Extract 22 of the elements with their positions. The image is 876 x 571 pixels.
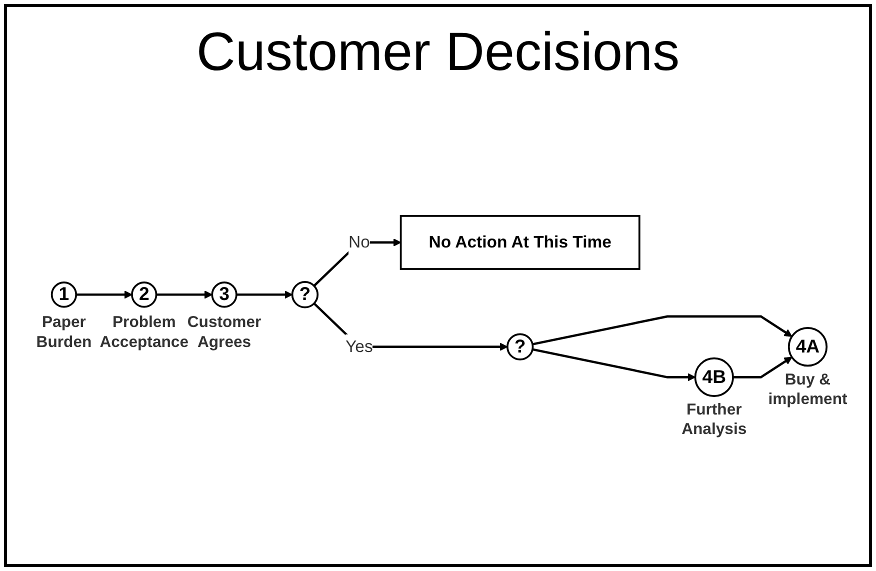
node-box: No Action At This Time bbox=[400, 215, 640, 270]
arrow bbox=[532, 348, 696, 382]
node-circle: ? bbox=[291, 281, 319, 308]
arrow bbox=[733, 356, 792, 378]
node-caption: Customer Agrees bbox=[187, 314, 262, 351]
arrow bbox=[76, 290, 132, 299]
node-circle: 3 bbox=[211, 282, 238, 308]
node-caption: Paper Burden bbox=[36, 314, 92, 351]
edge-label: Yes bbox=[346, 337, 373, 356]
edge-label: No bbox=[348, 232, 370, 252]
node-circle: 4B bbox=[694, 357, 734, 398]
arrow bbox=[236, 290, 293, 299]
arrow bbox=[532, 315, 792, 346]
node-caption: Problem Acceptance bbox=[100, 314, 189, 351]
arrow bbox=[156, 290, 212, 299]
node-circle: 1 bbox=[50, 282, 78, 308]
node-caption: Buy & implement bbox=[768, 371, 848, 408]
title: Customer Decisions bbox=[195, 21, 681, 83]
node-circle: 4A bbox=[788, 327, 828, 367]
node-caption: Further Analysis bbox=[682, 402, 747, 438]
node-circle: ? bbox=[506, 333, 534, 360]
node-circle: 2 bbox=[131, 282, 158, 308]
